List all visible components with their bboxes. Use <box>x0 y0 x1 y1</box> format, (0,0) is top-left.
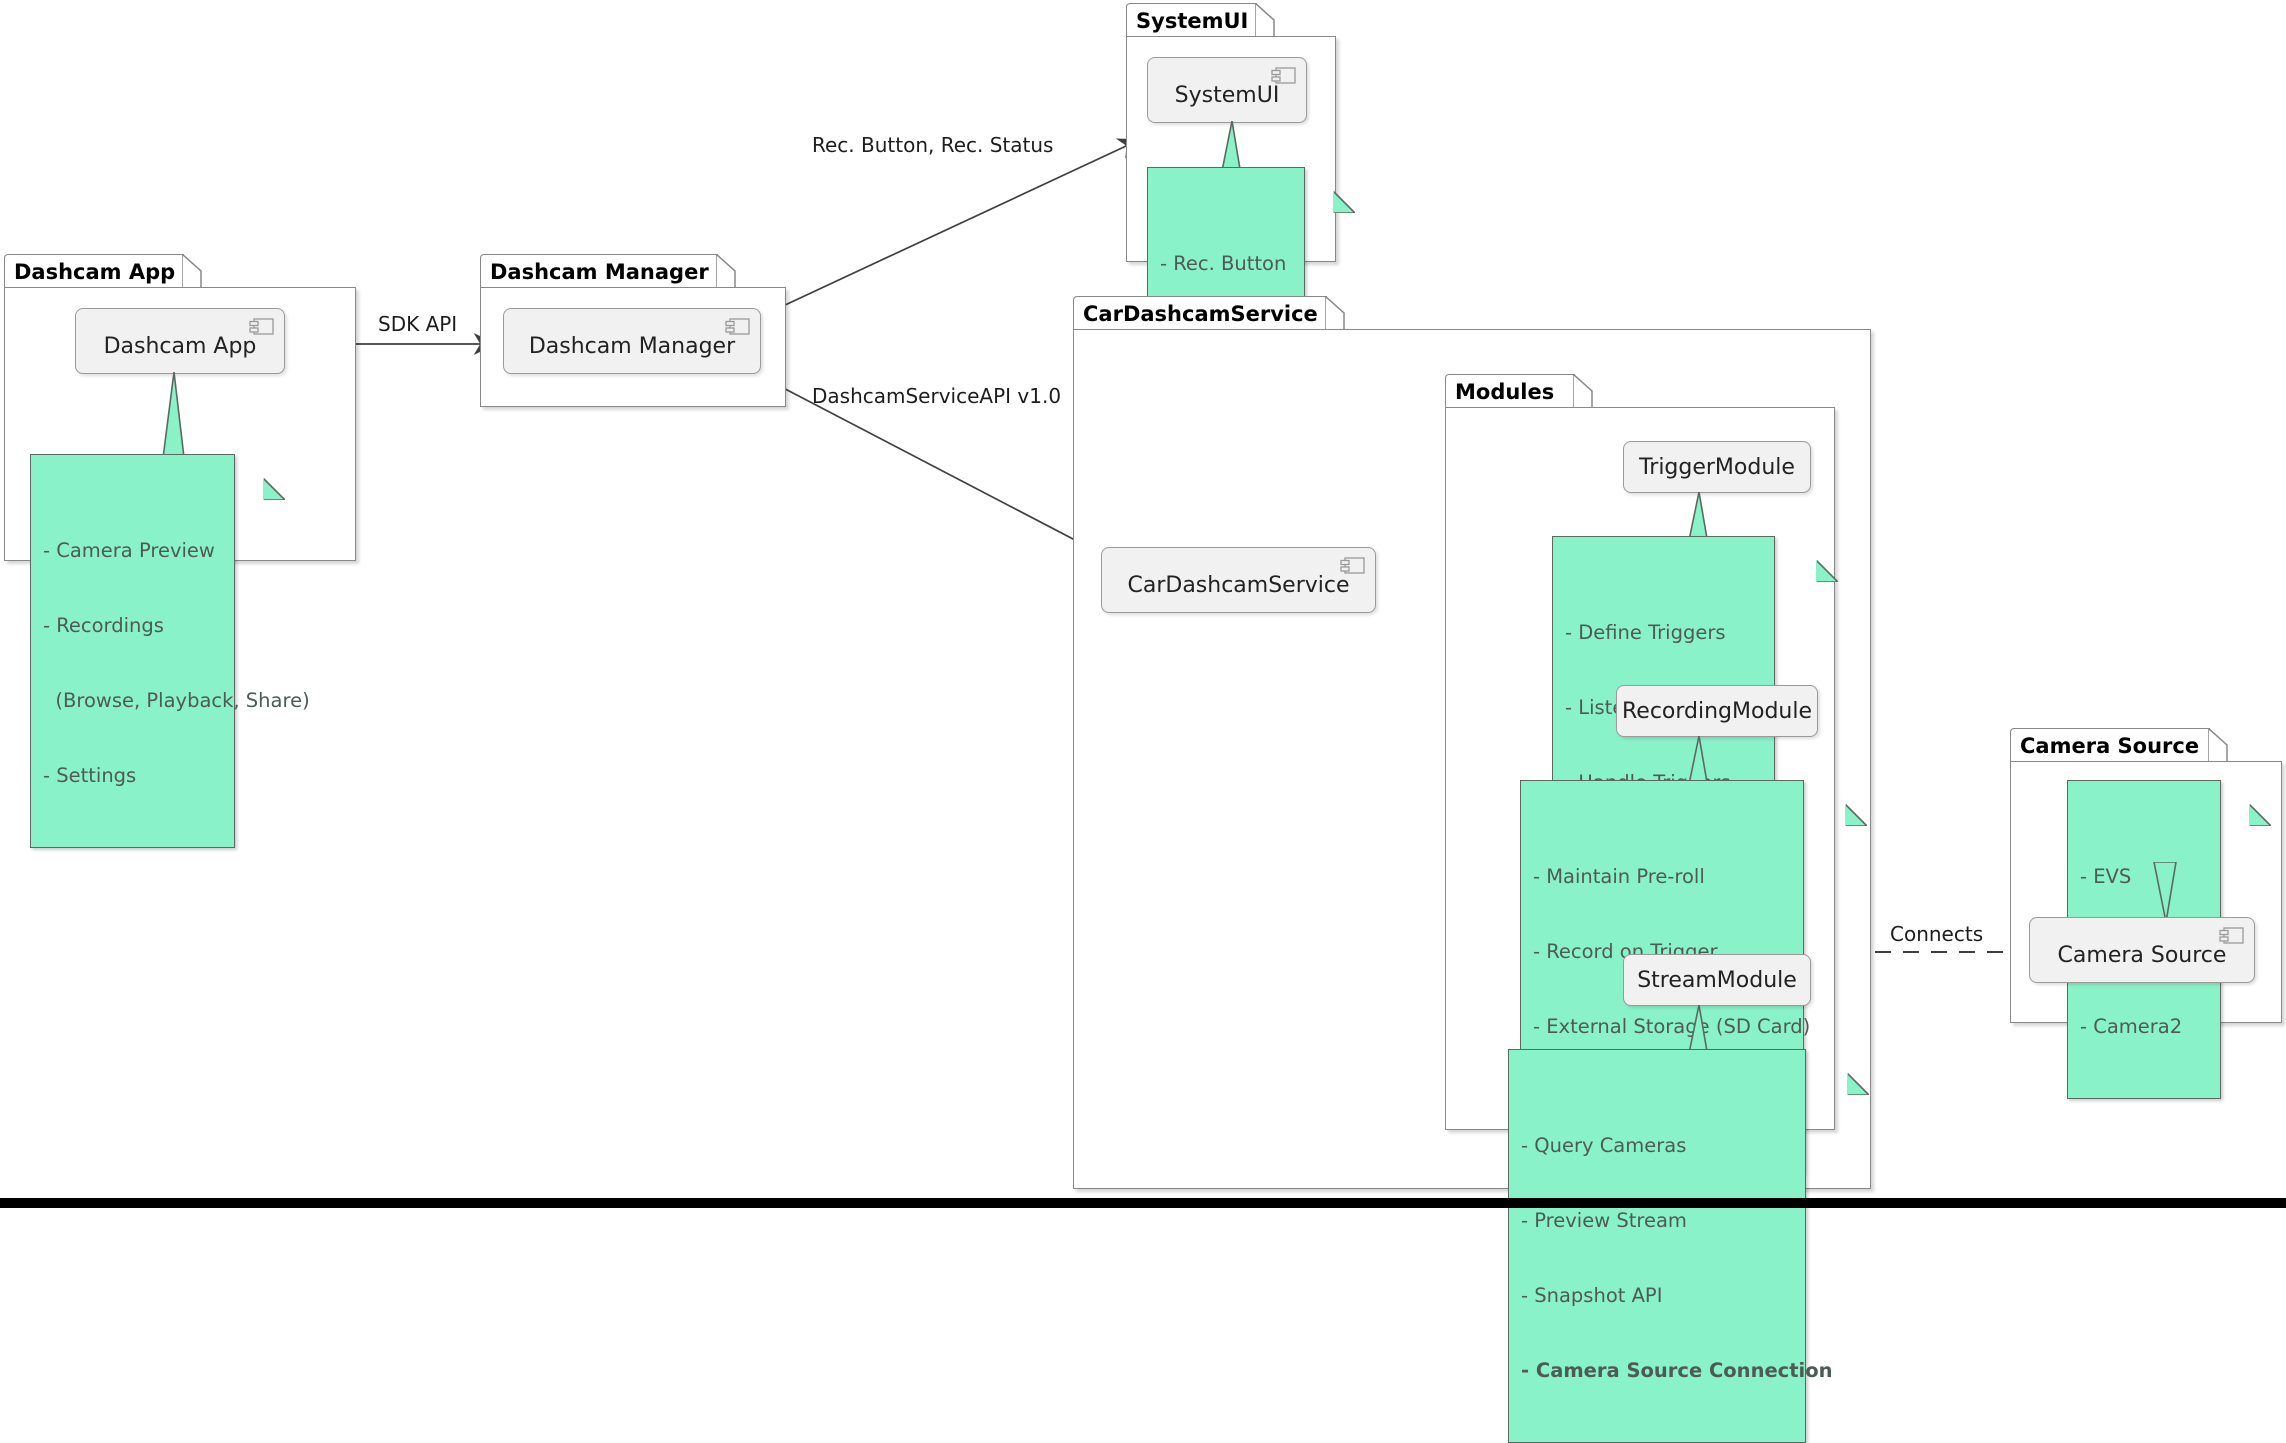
package-title-camera-source: Camera Source <box>2020 733 2200 758</box>
note-line: - Camera2 <box>2080 1015 2183 1038</box>
package-system-ui: SystemUI - Rec. Button - Rec. Status <box>1126 36 1358 411</box>
package-car-dashcam-service: CarDashcamService Modules TriggerModule <box>1073 329 1871 1443</box>
note-fold-icon <box>1783 779 1869 828</box>
component-label-system-ui: SystemUI <box>1174 82 1280 108</box>
edge-rec-button-status <box>767 138 1141 314</box>
edge-label-text: DashcamServiceAPI v1.0 <box>812 384 1062 408</box>
component-icon <box>1340 556 1366 576</box>
component-car-dashcam-service[interactable]: CarDashcamService <box>1101 547 1376 613</box>
note-fold-icon <box>1785 1048 1871 1097</box>
component-label-car-dashcam-service: CarDashcamService <box>1127 572 1350 598</box>
note-dashcam-app: - Camera Preview - Recordings (Browse, P… <box>30 453 310 848</box>
folder-corner-icon <box>1324 295 1345 331</box>
edge-label-dashcam-service-api: DashcamServiceAPI v1.0 <box>812 384 1061 408</box>
note-line: - Define Triggers <box>1565 621 1726 644</box>
package-tab-modules: Modules <box>1445 373 1593 409</box>
folder-corner-icon <box>1255 2 1276 38</box>
edge-label-text: Connects <box>1890 922 1984 946</box>
note-fold-icon <box>214 453 288 502</box>
package-title-dashcam-app: Dashcam App <box>14 259 176 284</box>
note-line: - External Storage (SD Card) <box>1533 1015 1811 1038</box>
component-icon <box>249 317 275 337</box>
component-label-dashcam-manager: Dashcam Manager <box>528 333 736 359</box>
note-line-emphasis: - Camera Source Connection <box>1521 1359 1833 1382</box>
edge-label-rec-button-status: Rec. Button, Rec. Status <box>812 133 1053 157</box>
component-trigger-module[interactable]: TriggerModule <box>1623 441 1811 493</box>
note-line: - Settings <box>43 764 137 787</box>
note-fold-icon <box>1284 166 1358 215</box>
component-label-recording-module: RecordingModule <box>1621 698 1813 724</box>
component-label-stream-module: StreamModule <box>1637 967 1797 993</box>
package-tab-camera-source: Camera Source <box>2010 727 2228 763</box>
component-dashcam-manager[interactable]: Dashcam Manager <box>503 308 761 374</box>
package-modules: TriggerModule - Define Triggers - Listen… <box>1445 407 1871 1443</box>
package-tab-dashcam-app: Dashcam App <box>4 253 202 289</box>
edge-label-sdk-api: SDK API <box>378 312 457 336</box>
note-line: - Rec. Button <box>1160 252 1287 275</box>
component-camera-source[interactable]: Camera Source <box>2029 917 2255 983</box>
component-icon <box>1271 66 1297 86</box>
component-label-trigger-module: TriggerModule <box>1639 454 1795 480</box>
note-line: - Preview Stream <box>1521 1209 1687 1232</box>
note-line: - Camera Preview <box>43 539 215 562</box>
note-line: (Browse, Playback, Share) <box>43 689 310 712</box>
package-camera-source: - EVS - Perception - Camera2 Camera Sour… <box>2010 761 2282 1099</box>
package-tab-car-dashcam-service: CarDashcamService <box>1073 295 1345 331</box>
component-system-ui[interactable]: SystemUI <box>1147 57 1307 123</box>
note-line: - Maintain Pre-roll <box>1533 865 1705 888</box>
component-label-camera-source: Camera Source <box>2057 942 2227 968</box>
component-icon <box>2219 926 2245 946</box>
package-dashcam-app: Dashcam App - Camera Preview - Recording… <box>4 287 356 848</box>
component-stream-module[interactable]: StreamModule <box>1623 954 1811 1006</box>
folder-corner-icon <box>2208 727 2228 763</box>
component-icon <box>725 317 751 337</box>
edge-label-text: Rec. Button, Rec. Status <box>812 133 1054 157</box>
note-anchor <box>2153 862 2177 923</box>
bottom-bar <box>0 1198 2286 1208</box>
note-fold-icon <box>1754 535 1840 584</box>
edge-label-connects: Connects <box>1890 922 1983 946</box>
note-fold-icon <box>2200 779 2274 828</box>
package-title-modules: Modules <box>1455 379 1555 404</box>
folder-corner-icon <box>182 253 202 289</box>
package-title-system-ui: SystemUI <box>1136 8 1249 33</box>
package-tab-dashcam-manager: Dashcam Manager <box>480 253 736 289</box>
package-tab-system-ui: SystemUI <box>1126 2 1276 38</box>
package-title-car-dashcam-service: CarDashcamService <box>1083 301 1318 326</box>
package-title-dashcam-manager: Dashcam Manager <box>490 259 709 284</box>
note-line: - Query Cameras <box>1521 1134 1687 1157</box>
note-line: - Recordings <box>43 614 164 637</box>
note-line: - Snapshot API <box>1521 1284 1663 1307</box>
component-dashcam-app[interactable]: Dashcam App <box>75 308 285 374</box>
edge-label-text: SDK API <box>378 312 458 336</box>
component-recording-module[interactable]: RecordingModule <box>1616 685 1818 737</box>
note-line: - EVS <box>2080 865 2132 888</box>
package-dashcam-manager: Dashcam Manager <box>480 287 786 407</box>
component-label-dashcam-app: Dashcam App <box>103 333 257 359</box>
folder-corner-icon <box>1573 373 1593 409</box>
folder-corner-icon <box>715 253 736 289</box>
note-stream-module: - Query Cameras - Preview Stream - Snaps… <box>1508 1048 1871 1443</box>
